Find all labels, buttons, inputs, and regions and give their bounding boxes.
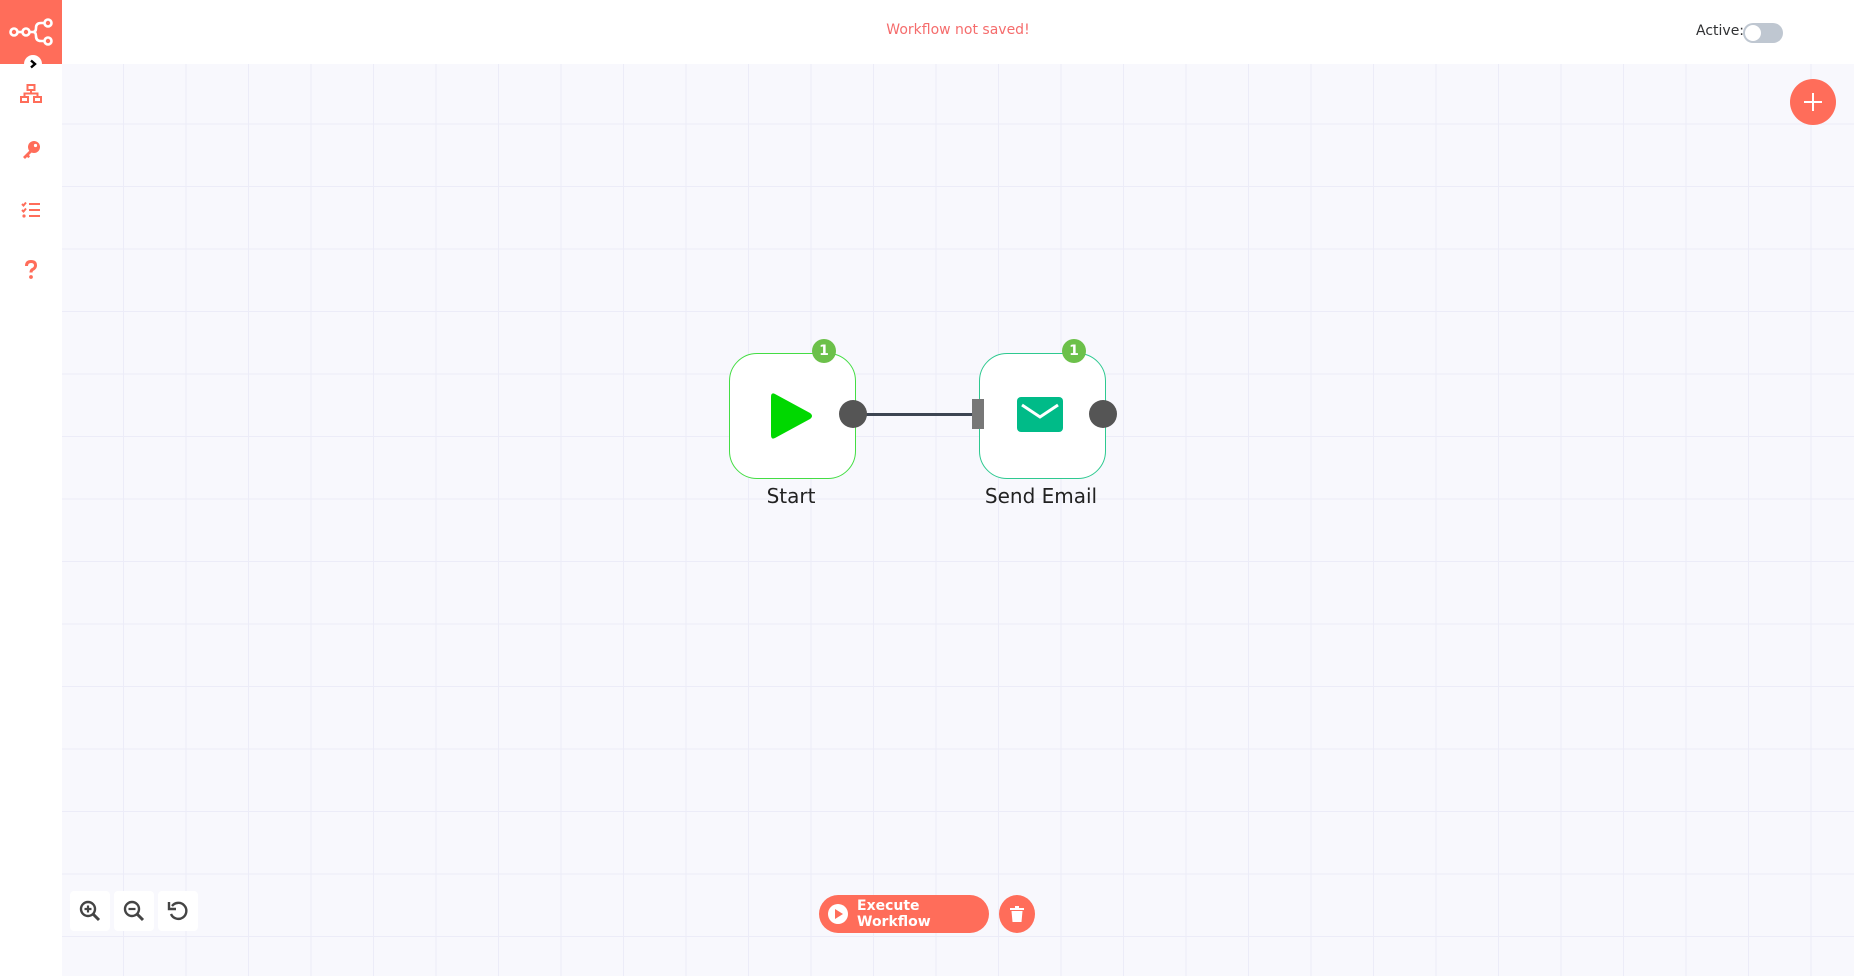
chevron-right-icon bbox=[30, 59, 37, 69]
zoom-out-icon bbox=[123, 900, 145, 922]
delete-workflow-button[interactable] bbox=[999, 895, 1035, 933]
sidebar-item-executions[interactable] bbox=[14, 193, 48, 227]
add-node-button[interactable] bbox=[1790, 79, 1836, 125]
sidebar-item-help[interactable] bbox=[14, 253, 48, 287]
sidebar-item-workflows[interactable] bbox=[14, 77, 48, 111]
node-start-label: Start bbox=[766, 484, 816, 508]
play-circle-icon bbox=[828, 904, 848, 924]
save-status: Workflow not saved! bbox=[886, 22, 1030, 38]
connection-start-to-send-email[interactable] bbox=[866, 413, 974, 416]
sidebar-item-credentials[interactable] bbox=[14, 133, 48, 167]
plus-icon bbox=[1804, 93, 1822, 111]
node-start-badge: 1 bbox=[812, 339, 836, 363]
active-toggle[interactable] bbox=[1743, 23, 1783, 43]
zoom-out-button[interactable] bbox=[114, 891, 154, 931]
reset-zoom-button[interactable] bbox=[158, 891, 198, 931]
play-icon bbox=[771, 393, 812, 439]
trash-icon bbox=[1010, 906, 1024, 922]
execute-workflow-label: Execute Workflow bbox=[857, 898, 931, 930]
envelope-icon bbox=[1017, 397, 1063, 432]
toggle-knob bbox=[1745, 25, 1761, 41]
node-send-email-output-handle[interactable] bbox=[1089, 400, 1117, 428]
expand-sidebar-button[interactable] bbox=[24, 55, 42, 73]
workflow-canvas[interactable] bbox=[62, 64, 1854, 976]
undo-icon bbox=[167, 901, 188, 921]
question-icon bbox=[25, 260, 38, 279]
node-send-email-input-handle[interactable] bbox=[972, 399, 984, 429]
zoom-in-icon bbox=[79, 900, 101, 922]
sidebar bbox=[0, 0, 62, 976]
node-send-email-label: Send Email bbox=[984, 484, 1098, 508]
n8n-logo[interactable] bbox=[0, 0, 62, 64]
tasks-list-icon bbox=[21, 201, 40, 218]
key-icon bbox=[23, 141, 40, 159]
node-send-email[interactable] bbox=[979, 353, 1106, 479]
header: Workflow not saved! Active: bbox=[62, 0, 1854, 64]
node-start-output-handle[interactable] bbox=[839, 400, 867, 428]
execute-workflow-button[interactable]: Execute Workflow bbox=[819, 895, 989, 933]
network-icon bbox=[20, 84, 42, 103]
node-start[interactable] bbox=[729, 353, 856, 479]
n8n-logo-icon bbox=[9, 18, 53, 46]
active-label: Active: bbox=[1696, 23, 1745, 39]
node-send-email-badge: 1 bbox=[1062, 339, 1086, 363]
zoom-in-button[interactable] bbox=[70, 891, 110, 931]
